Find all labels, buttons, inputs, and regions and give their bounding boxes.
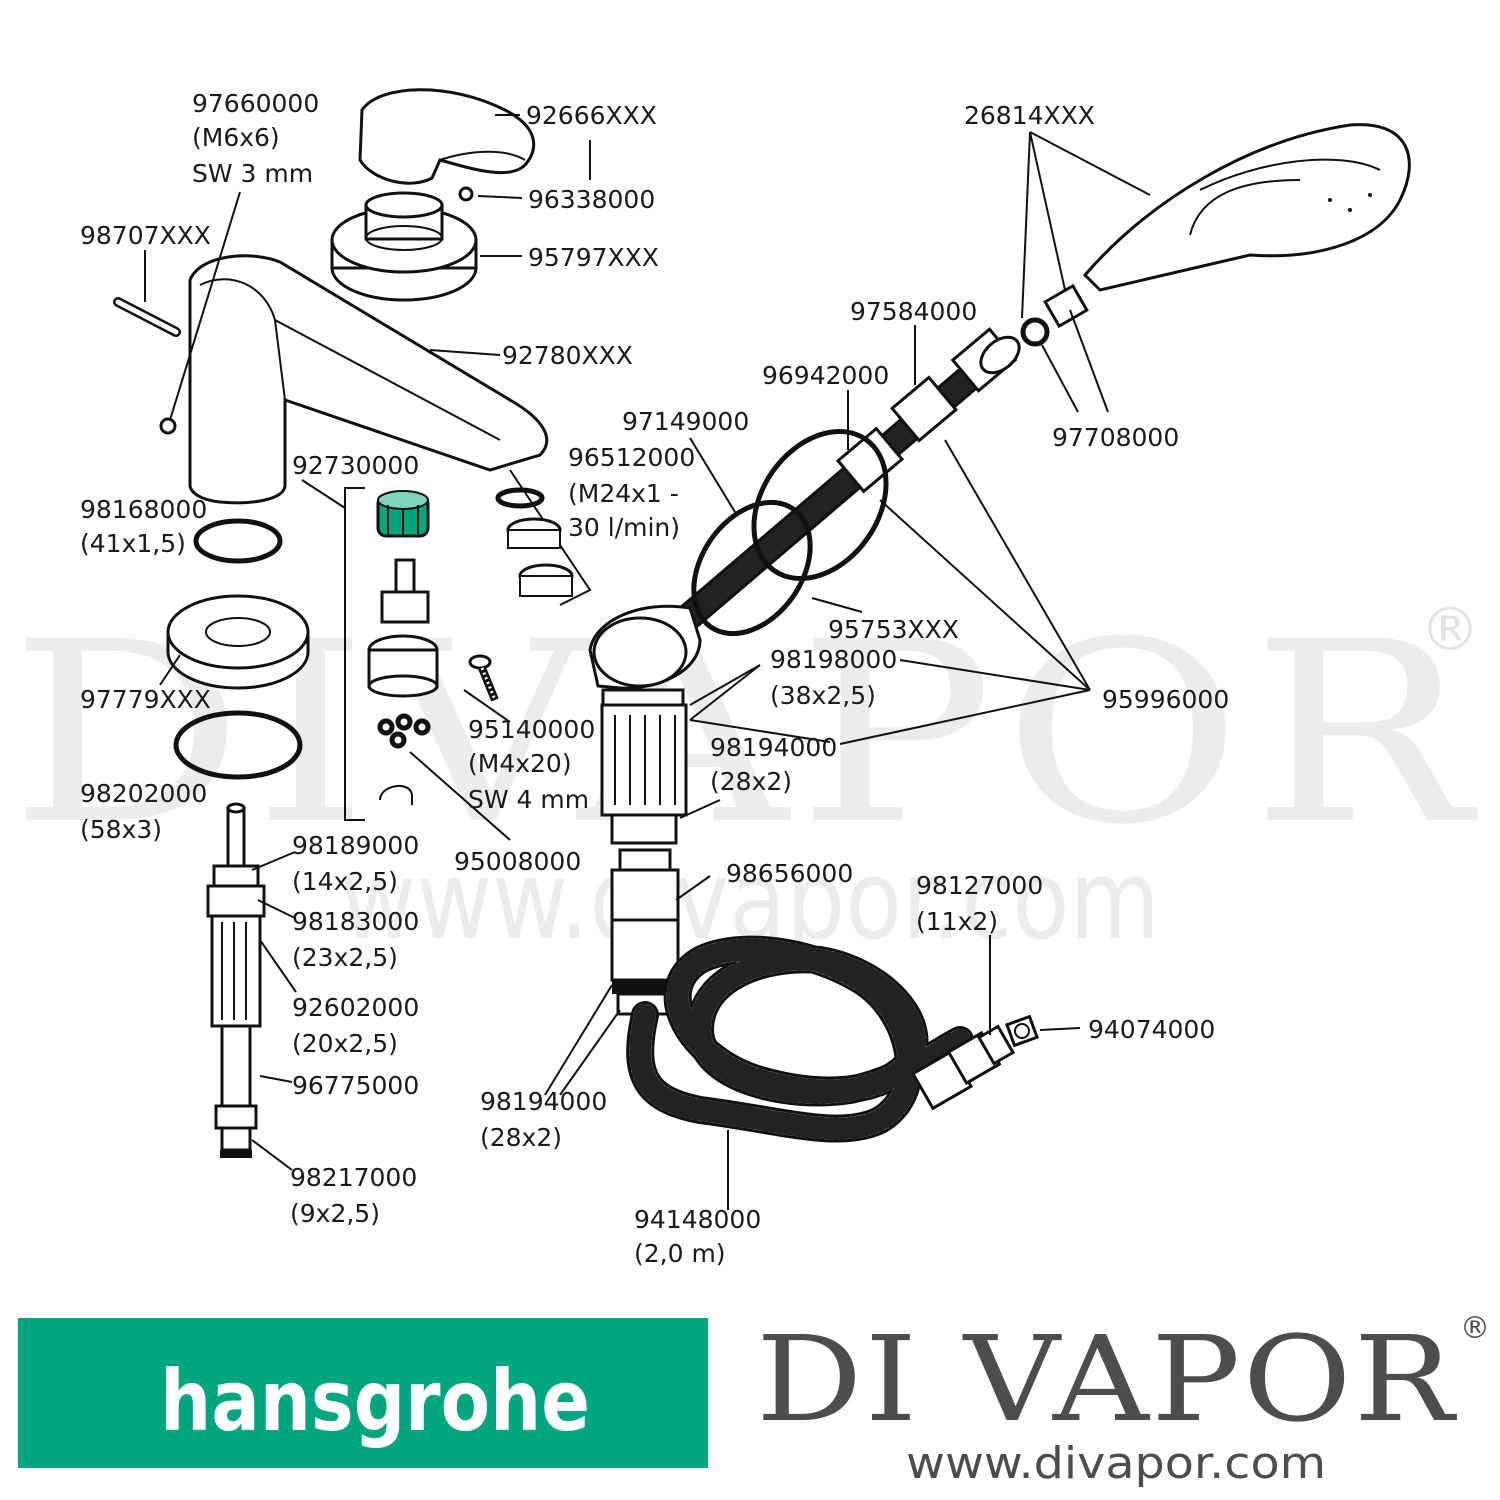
label-98183000-spec: (23x2,5) xyxy=(292,943,398,972)
hansgrohe-logo xyxy=(18,1318,708,1468)
label-95753xxx: 95753XXX xyxy=(828,615,959,644)
screw-m4 xyxy=(468,654,499,702)
large-ring-b xyxy=(691,499,813,637)
label-97660000-spec2: SW 3 mm xyxy=(192,159,313,188)
label-94074000: 94074000 xyxy=(1088,1015,1215,1044)
label-92666xxx: 92666XXX xyxy=(526,101,657,130)
label-97149000: 97149000 xyxy=(622,407,749,436)
pin xyxy=(113,297,181,337)
label-98183000: 98183000 xyxy=(292,907,419,936)
aerator xyxy=(495,469,592,606)
pull-out-hose xyxy=(636,327,1021,664)
set-screw xyxy=(159,417,177,435)
label-95996000: 95996000 xyxy=(1102,685,1229,714)
label-98194000-lower-spec: (28x2) xyxy=(480,1123,562,1152)
label-92602000: 92602000 xyxy=(292,993,419,1022)
label-98189000: 98189000 xyxy=(292,831,419,860)
label-97660000-spec1: (M6x6) xyxy=(192,123,280,152)
cover-cap xyxy=(330,191,478,302)
diverter-spindle xyxy=(206,802,266,1158)
label-96512000-spec1: (M24x1 - xyxy=(568,479,679,508)
label-95140000: 95140000 xyxy=(468,715,595,744)
leader-lines xyxy=(144,114,1151,1210)
label-96942000: 96942000 xyxy=(762,361,889,390)
label-98168000-spec: (41x1,5) xyxy=(80,529,186,558)
label-92602000-spec: (20x2,5) xyxy=(292,1029,398,1058)
label-98198000-spec: (38x2,5) xyxy=(770,681,876,710)
label-98217000: 98217000 xyxy=(290,1163,417,1192)
label-92780xxx: 92780XXX xyxy=(502,341,633,370)
cartridge-group xyxy=(344,487,439,821)
watermark-registered: ® xyxy=(1420,595,1480,665)
label-98127000: 98127000 xyxy=(916,871,1043,900)
base-plate xyxy=(166,594,310,690)
divapor-logo-text: DI VAPOR xyxy=(756,1310,1457,1448)
label-98194000-lower: 98194000 xyxy=(480,1087,607,1116)
label-98707xxx: 98707XXX xyxy=(80,221,211,250)
parts-illustration xyxy=(113,88,1411,1158)
shower-connector xyxy=(1020,283,1089,347)
label-98198000: 98198000 xyxy=(770,645,897,674)
label-98202000-spec: (58x3) xyxy=(80,815,162,844)
label-95140000-spec2: SW 4 mm xyxy=(468,785,589,814)
label-94148000-spec: (2,0 m) xyxy=(634,1239,726,1268)
label-94148000: 94148000 xyxy=(634,1205,761,1234)
label-98189000-spec: (14x2,5) xyxy=(292,867,398,896)
label-98194000-upper: 98194000 xyxy=(710,733,837,762)
label-98217000-spec: (9x2,5) xyxy=(290,1199,380,1228)
elbow-housing xyxy=(588,604,702,722)
grub-screw xyxy=(458,186,474,202)
brand-footer: hansgrohe DI VAPOR ® www.divapor.com xyxy=(18,1310,1490,1489)
hansgrohe-logo-text: hansgrohe xyxy=(160,1352,590,1450)
coiled-hose xyxy=(626,935,1016,1143)
label-96775000: 96775000 xyxy=(292,1071,419,1100)
label-26814xxx: 26814XXX xyxy=(964,101,1095,130)
label-95797xxx: 95797XXX xyxy=(528,243,659,272)
label-98127000-spec: (11x2) xyxy=(916,907,998,936)
label-96512000: 96512000 xyxy=(568,443,695,472)
spout-body xyxy=(188,254,549,505)
lever-handle xyxy=(358,88,536,185)
hose-guide-body xyxy=(600,703,688,845)
large-ring-a xyxy=(751,429,889,581)
label-97660000: 97660000 xyxy=(192,89,319,118)
divapor-url: www.divapor.com xyxy=(906,1438,1326,1489)
label-97708000: 97708000 xyxy=(1052,423,1179,452)
hand-shower xyxy=(1082,123,1411,292)
label-96512000-spec2: 30 l/min) xyxy=(568,513,680,542)
divapor-registered: ® xyxy=(1460,1311,1490,1346)
label-95140000-spec1: (M4x20) xyxy=(468,749,572,778)
label-92730000: 92730000 xyxy=(292,451,419,480)
o-ring-58 xyxy=(173,710,303,780)
label-98194000-upper-spec: (28x2) xyxy=(710,767,792,796)
label-97779xxx: 97779XXX xyxy=(80,685,211,714)
label-98202000: 98202000 xyxy=(80,779,207,808)
o-ring-41 xyxy=(193,518,283,564)
label-95008000: 95008000 xyxy=(454,847,581,876)
label-98656000: 98656000 xyxy=(726,859,853,888)
label-96338000: 96338000 xyxy=(528,185,655,214)
label-97584000: 97584000 xyxy=(850,297,977,326)
small-nut xyxy=(1005,1014,1039,1048)
part-labels: 97660000 (M6x6) SW 3 mm 92666XXX 9633800… xyxy=(80,89,1229,1268)
hose-connector xyxy=(610,848,680,1016)
label-98168000: 98168000 xyxy=(80,495,207,524)
